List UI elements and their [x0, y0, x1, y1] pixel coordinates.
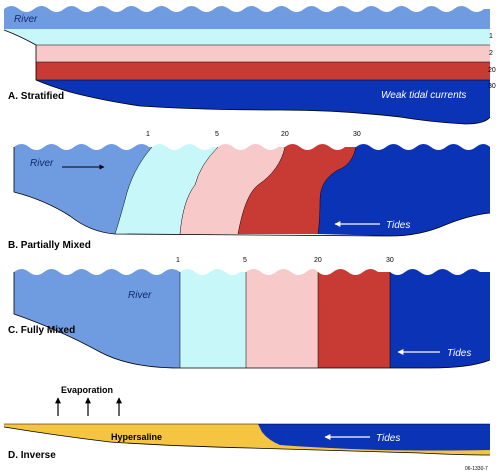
layer-salinity-1	[4, 29, 490, 45]
zone-salinity-20-c	[318, 269, 390, 368]
panel-stratified: River 1 2 20 30 Weak tidal currents A. S…	[3, 6, 496, 125]
zone-salinity-20-b	[238, 144, 356, 234]
panel-label-b: B. Partially Mixed	[8, 240, 91, 251]
river-label-b: River	[30, 158, 54, 169]
salinity-label-c-1: 1	[176, 257, 180, 264]
panel-partially-mixed: 1 5 20 30 River Tides B. Partially Mixed	[8, 131, 491, 251]
salinity-label-a-20: 20	[488, 67, 496, 74]
layer-salinity-2	[36, 45, 490, 62]
zone-salinity-1-b	[115, 144, 218, 234]
salinity-label-a-2: 2	[489, 50, 493, 57]
river-label-a: River	[14, 14, 38, 25]
layer-salinity-20	[36, 62, 490, 80]
tides-label-d: Tides	[376, 433, 400, 444]
salinity-label-a-30: 30	[488, 83, 496, 90]
salinity-label-b-30: 30	[353, 131, 361, 138]
evaporation-label: Evaporation	[61, 385, 113, 395]
salinity-label-a-1: 1	[489, 33, 493, 40]
panel-inverse: Evaporation Hypersaline Tides D. Inverse	[3, 385, 491, 461]
zone-salinity-30-c	[390, 269, 490, 368]
boundary-5-b	[179, 146, 219, 235]
hypersaline-label: Hypersaline	[111, 432, 162, 442]
boundary-30-b	[317, 146, 357, 235]
tides-label-c: Tides	[447, 348, 471, 359]
zone-salinity-30-b	[318, 144, 490, 236]
layer-salinity-30	[36, 80, 490, 124]
zone-river-b	[14, 144, 152, 234]
bed-outline-d	[3, 426, 491, 456]
boundary-20-b	[237, 146, 286, 235]
salinity-label-c-5: 5	[243, 257, 247, 264]
salinity-label-c-20: 20	[314, 257, 322, 264]
panel-label-c: C. Fully Mixed	[8, 325, 75, 336]
tides-label-b: Tides	[386, 220, 410, 231]
river-label-c: River	[128, 290, 152, 301]
salinity-label-c-30: 30	[386, 257, 394, 264]
salinity-label-b-1: 1	[146, 131, 150, 138]
zone-salinity-5-b	[180, 144, 285, 234]
panel-fully-mixed: 1 5 20 30 River Tides C. Fully Mixed	[8, 257, 491, 369]
boundary-1-b	[114, 146, 153, 235]
current-label-a: Weak tidal currents	[381, 90, 466, 101]
zone-salinity-1-c	[180, 269, 246, 368]
zone-seawater-d	[258, 424, 490, 451]
panel-label-d: D. Inverse	[8, 450, 56, 461]
figure-code: 06-1330-7	[465, 466, 488, 472]
zone-river-c	[14, 269, 180, 368]
panel-label-a: A. Stratified	[8, 91, 64, 102]
salinity-label-b-20: 20	[281, 131, 289, 138]
layer-river	[4, 6, 490, 29]
bed-outline-stratified	[3, 29, 491, 125]
bed-outline-c	[13, 272, 491, 369]
salinity-label-b-5: 5	[215, 131, 219, 138]
zone-salinity-5-c	[246, 269, 318, 368]
